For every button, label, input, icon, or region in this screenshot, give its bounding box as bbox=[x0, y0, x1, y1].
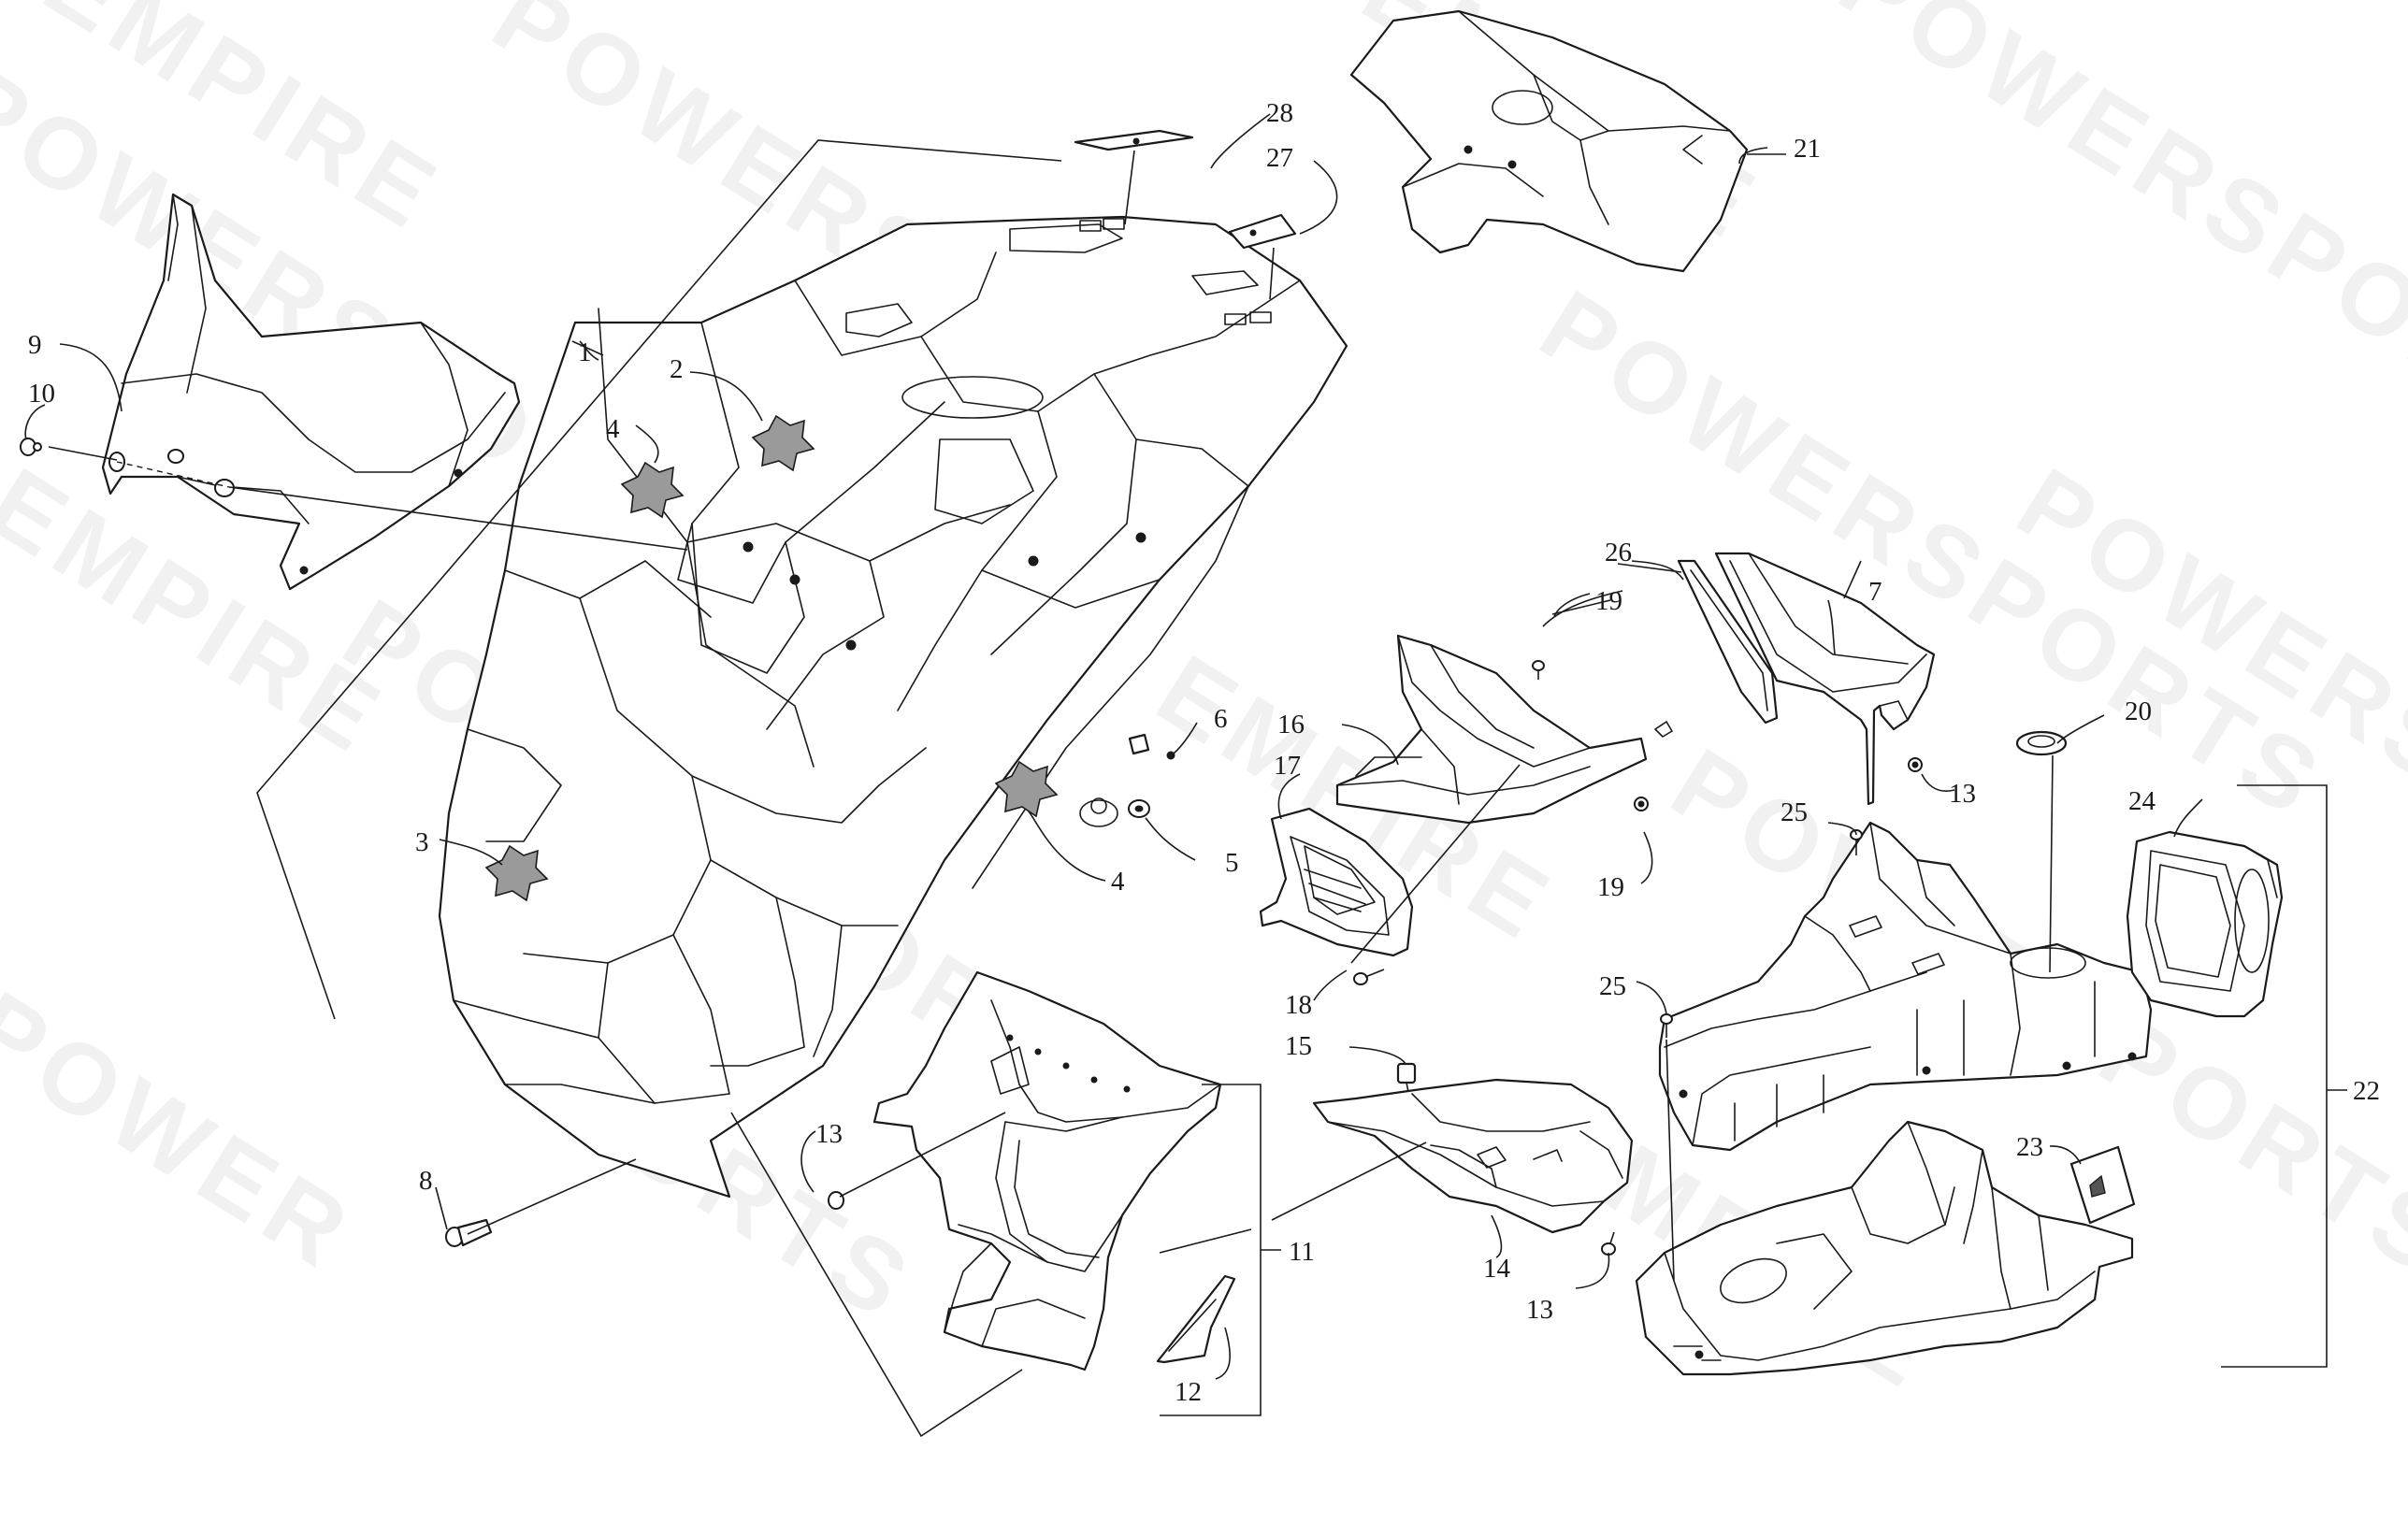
callout-13: 13 bbox=[1949, 779, 1976, 809]
watermark-line: POWER bbox=[0, 969, 374, 1292]
callout-19: 19 bbox=[1597, 872, 1624, 902]
callout-27: 27 bbox=[1266, 143, 1293, 173]
callout-21: 21 bbox=[1794, 134, 1821, 164]
decal-4-left bbox=[620, 461, 685, 519]
washer-5 bbox=[1128, 799, 1150, 818]
screw-19-upper bbox=[1532, 660, 1545, 680]
intake-duct-17 bbox=[1259, 807, 1414, 957]
callout-10: 10 bbox=[28, 379, 55, 409]
decals bbox=[484, 414, 1059, 902]
airbox-upper bbox=[1658, 821, 2153, 1152]
callout-28: 28 bbox=[1266, 98, 1293, 128]
intake-panel-16 bbox=[1335, 634, 1673, 825]
callout-18: 18 bbox=[1285, 990, 1312, 1020]
assembly-22-bracket bbox=[2221, 784, 2328, 1368]
callout-11: 11 bbox=[1289, 1237, 1315, 1267]
vent-panel-7 bbox=[1714, 552, 1936, 806]
vent-trim-26 bbox=[1677, 559, 1779, 725]
hood-assembly bbox=[438, 215, 1348, 1199]
grommet-20 bbox=[2015, 730, 2068, 756]
callout-1: 1 bbox=[578, 337, 592, 367]
callout-17: 17 bbox=[1274, 751, 1301, 781]
callout-22: 22 bbox=[2353, 1076, 2380, 1106]
side-panel-9 bbox=[101, 193, 521, 591]
lower-panel-11 bbox=[872, 970, 1222, 1371]
callout-7: 7 bbox=[1868, 577, 1882, 607]
callout-25: 25 bbox=[1599, 971, 1626, 1001]
screw-13-vent bbox=[1908, 757, 1923, 772]
callout-13: 13 bbox=[1526, 1295, 1553, 1325]
callout-16: 16 bbox=[1277, 710, 1305, 739]
badges bbox=[1074, 129, 1297, 250]
decal-4-right bbox=[994, 760, 1059, 818]
lower-cover-14 bbox=[1312, 1078, 1634, 1234]
trim-12 bbox=[1156, 1274, 1236, 1364]
badge-27 bbox=[1228, 213, 1297, 250]
clip-6 bbox=[1128, 733, 1175, 760]
watermark-line: POWERSPORTS bbox=[1822, 0, 2408, 495]
screw-13-lower-left bbox=[828, 1191, 844, 1210]
callout-5: 5 bbox=[1225, 848, 1239, 878]
callout-24: 24 bbox=[2128, 786, 2156, 816]
callout-4: 4 bbox=[1111, 867, 1125, 897]
callout-20: 20 bbox=[2125, 696, 2152, 726]
screw-13-lower-right bbox=[1601, 1231, 1616, 1256]
decal-3 bbox=[484, 844, 549, 902]
callout-6: 6 bbox=[1214, 704, 1228, 734]
callout-8: 8 bbox=[419, 1166, 433, 1196]
callout-3: 3 bbox=[415, 827, 429, 857]
decal-2 bbox=[751, 414, 815, 472]
callout-2: 2 bbox=[670, 354, 684, 384]
callout-23: 23 bbox=[2016, 1132, 2043, 1162]
filter-pad-23 bbox=[2069, 1145, 2136, 1225]
callout-12: 12 bbox=[1175, 1377, 1202, 1407]
bolt-8 bbox=[445, 1218, 493, 1247]
leader-lines bbox=[24, 113, 2203, 1438]
watermark: EMPIRE POWERSPORTS EMPIRE POWERSPORTS PO… bbox=[0, 0, 2408, 1413]
callout-15: 15 bbox=[1285, 1031, 1312, 1061]
airbox-lower bbox=[1635, 1120, 2134, 1376]
screw-18 bbox=[1353, 969, 1385, 985]
assembly-1-bracket bbox=[256, 139, 1062, 1020]
top-cover-21 bbox=[1349, 9, 1749, 273]
intake-boot-24 bbox=[2126, 830, 2284, 1018]
callout-13: 13 bbox=[815, 1119, 843, 1149]
screw-10 bbox=[20, 438, 42, 456]
callout-labels: 1 2 3 4 4 5 6 7 8 9 10 11 12 13 13 13 14… bbox=[28, 98, 2380, 1407]
callout-4: 4 bbox=[606, 414, 620, 444]
callout-14: 14 bbox=[1483, 1254, 1511, 1284]
clip-15 bbox=[1396, 1062, 1417, 1093]
callout-9: 9 bbox=[28, 330, 42, 360]
callout-26: 26 bbox=[1605, 538, 1632, 567]
callout-19: 19 bbox=[1595, 586, 1622, 616]
callout-25: 25 bbox=[1781, 797, 1808, 827]
